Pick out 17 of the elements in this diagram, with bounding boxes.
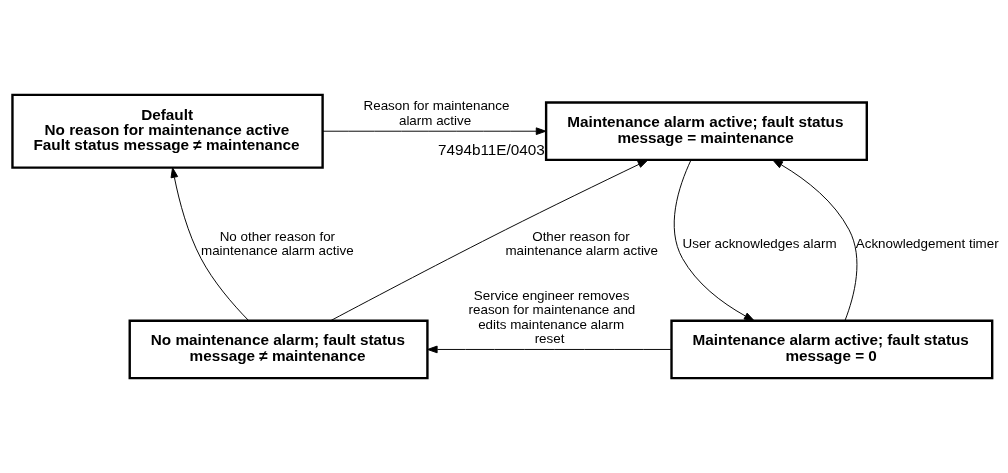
edge-label: Other reason for maintenance alarm active [505, 228, 659, 258]
edge-label: Acknowledgement timer [855, 235, 999, 251]
arrow [330, 159, 649, 322]
arrow [322, 127, 547, 136]
edge-label: Reason for maintenance alarm active [363, 98, 510, 128]
arrow [427, 345, 672, 354]
edge-label: No other reason for maintenance alarm active [201, 228, 354, 258]
node-box: No maintenance alarm; fault status message ≠ maintenance [128, 319, 429, 380]
arrow [170, 167, 250, 322]
edge-label: Service engineer removes reason for maintenance and edits maintenance alarm reset [468, 287, 636, 346]
node-box: Default No reason for maintenance active Fault status message ≠ maintenance [11, 93, 324, 169]
node-box: Maintenance alarm active; fault status message = 0 [670, 319, 994, 380]
node-box: Maintenance alarm active; fault status message = maintenance [544, 101, 868, 162]
arrow [772, 159, 858, 322]
node-label: 7494b11E/0403 [437, 140, 545, 158]
edge-label: User acknowledges alarm [682, 235, 837, 251]
arrow [673, 159, 755, 322]
